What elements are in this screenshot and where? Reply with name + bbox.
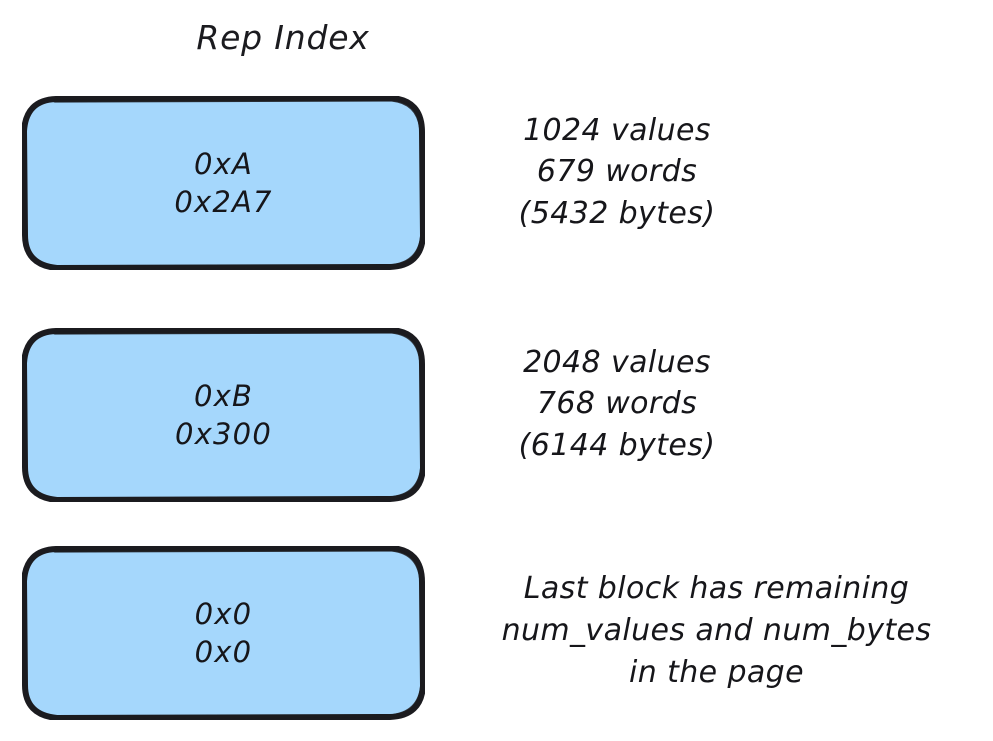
rounded-rectangle-shape <box>22 96 425 270</box>
annotation-words-line: 679 words <box>536 154 698 190</box>
block-annotation-last: Last block has remaining num_values and … <box>440 568 993 694</box>
block-id-label: 0xA <box>193 146 254 181</box>
block-offset-label: 0x2A7 <box>174 185 273 219</box>
block-offset-label: 0x0 <box>194 635 253 669</box>
rep-index-block-b[interactable]: 0xB 0x300 <box>22 328 425 502</box>
rounded-rectangle-shape <box>22 328 425 502</box>
block-id-label: 0x0 <box>194 596 253 631</box>
rounded-rectangle-shape <box>22 546 425 720</box>
annotation-values-line: 2048 values <box>523 345 711 380</box>
block-label-group: 0x0 0x0 <box>22 546 425 720</box>
annotation-bytes-line: (6144 bytes) <box>518 427 716 463</box>
annotation-values-line: 1024 values <box>523 113 711 148</box>
annotation-last-line-2: num_values and num_bytes <box>501 613 932 648</box>
block-label-group: 0xA 0x2A7 <box>22 96 425 270</box>
annotation-words-line: 768 words <box>536 386 698 422</box>
page-title: Rep Index <box>196 18 370 57</box>
rep-index-block-zero[interactable]: 0x0 0x0 <box>22 546 425 720</box>
block-annotation-a: 1024 values 679 words (5432 bytes) <box>437 110 797 234</box>
annotation-last-line-3: in the page <box>629 655 804 690</box>
block-offset-label: 0x300 <box>175 417 272 451</box>
annotation-last-line-1: Last block has remaining <box>523 571 910 606</box>
block-annotation-b: 2048 values 768 words (6144 bytes) <box>437 342 797 466</box>
block-label-group: 0xB 0x300 <box>22 328 425 502</box>
block-id-label: 0xB <box>193 378 254 413</box>
rep-index-block-a[interactable]: 0xA 0x2A7 <box>22 96 425 270</box>
annotation-bytes-line: (5432 bytes) <box>518 195 716 231</box>
